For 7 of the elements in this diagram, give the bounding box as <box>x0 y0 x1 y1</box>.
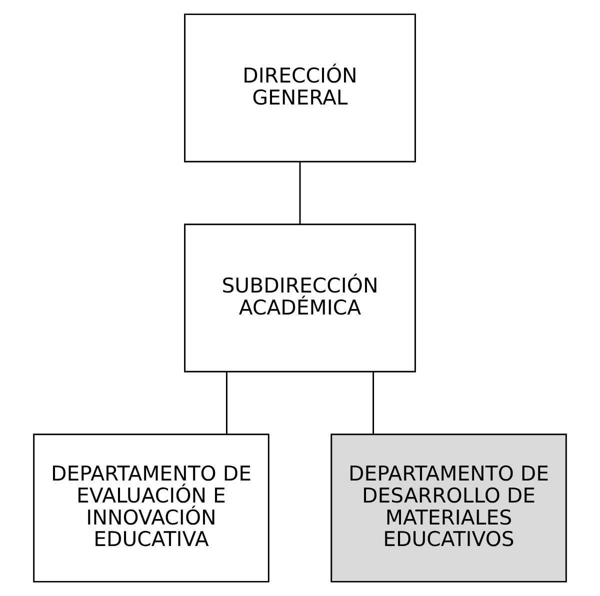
node-box: DEPARTAMENTO DE DESARROLLO DE MATERIALES EDUCATIVOS <box>330 434 567 582</box>
connector <box>299 162 301 224</box>
node-box: DIRECCIÓN GENERAL <box>184 14 416 162</box>
node-box: DEPARTAMENTO DE EVALUACIÓN E INNOVACIÓN EDUCATIVA <box>33 434 270 582</box>
connector <box>226 372 228 434</box>
node-box: SUBDIRECCIÓN ACADÉMICA <box>184 224 416 372</box>
connector <box>372 372 374 434</box>
